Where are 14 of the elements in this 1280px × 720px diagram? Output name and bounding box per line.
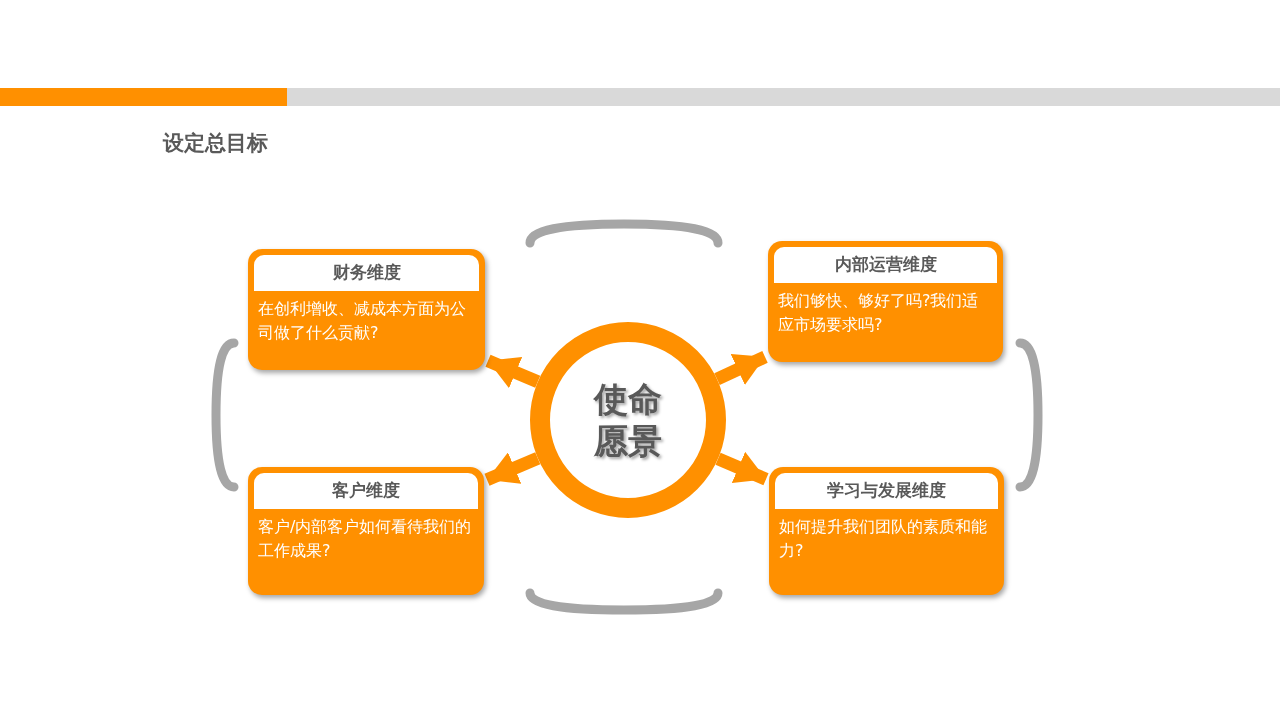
center-label: 使命愿景	[594, 377, 662, 463]
card-heading: 学习与发展维度	[775, 473, 998, 509]
card-text: 如何提升我们团队的素质和能力?	[778, 516, 988, 562]
card-text: 在创利增收、减成本方面为公司做了什么贡献?	[257, 298, 467, 344]
card-heading: 内部运营维度	[774, 247, 997, 283]
card-heading: 客户维度	[254, 473, 478, 509]
dimension-card	[768, 241, 1003, 362]
card-text: 客户/内部客户如何看待我们的工作成果?	[257, 516, 473, 562]
dimension-card	[769, 467, 1004, 595]
card-heading: 财务维度	[254, 255, 479, 291]
dimension-card	[248, 249, 485, 370]
dimension-card	[248, 467, 484, 595]
title: 设定总目标	[163, 130, 268, 157]
card-text: 我们够快、够好了吗?我们适应市场要求吗?	[777, 290, 980, 336]
